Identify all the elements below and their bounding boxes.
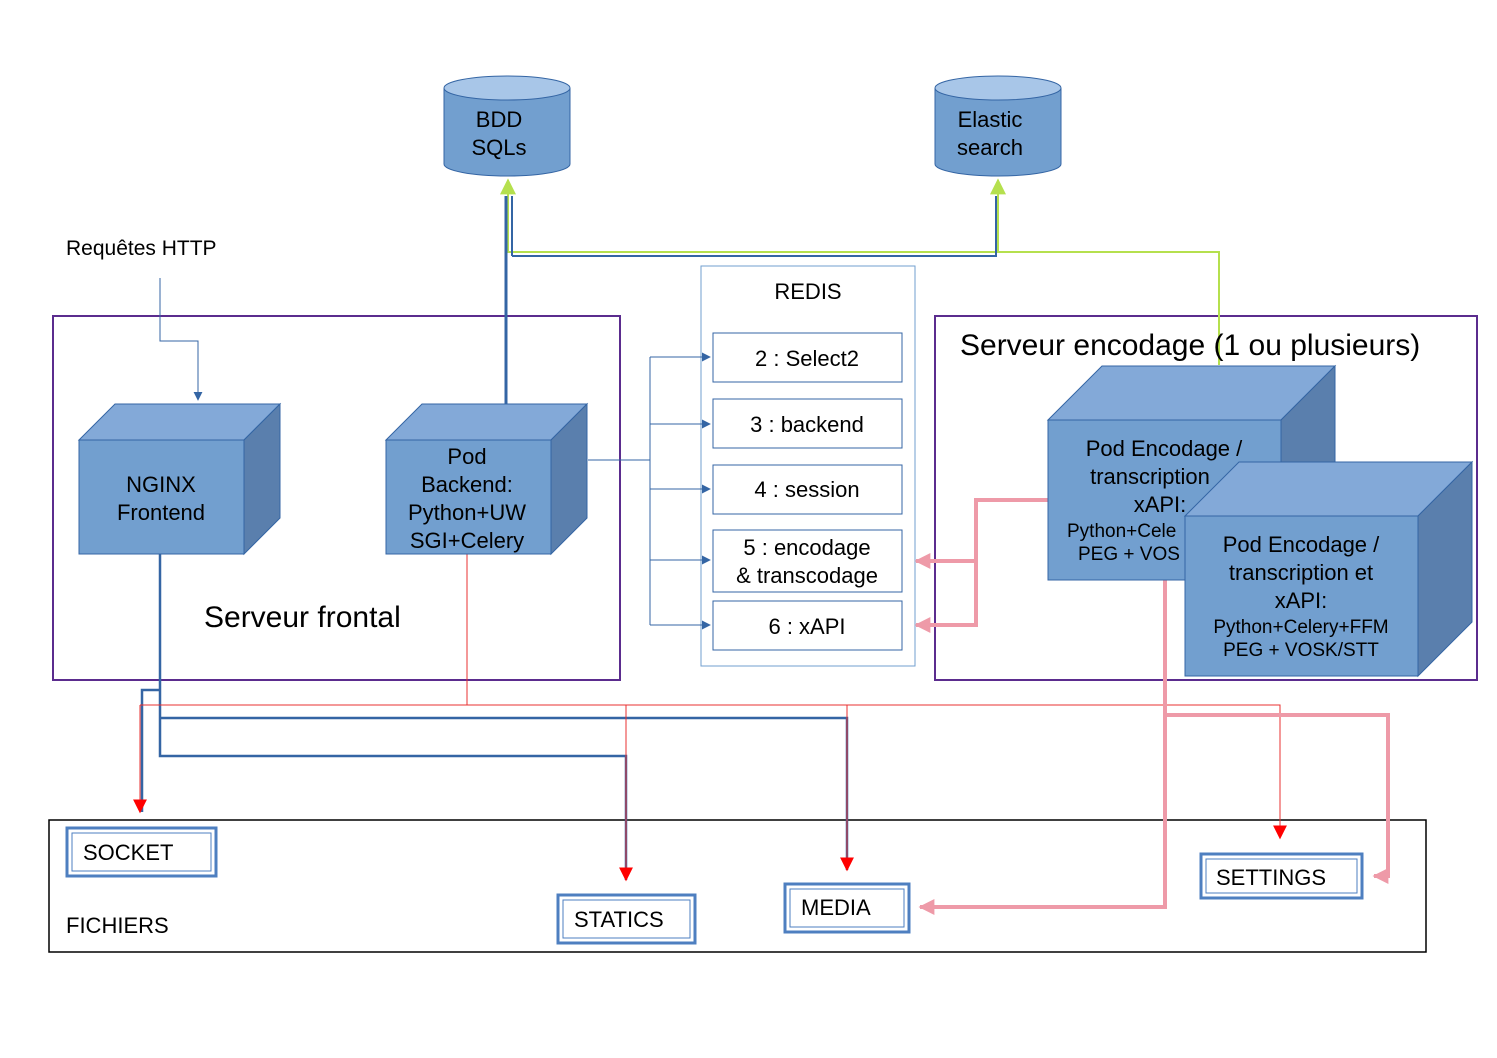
pod-back-line3: xAPI: <box>1134 492 1187 517</box>
statics-file: STATICS <box>556 893 697 945</box>
redis-title: REDIS <box>774 279 841 304</box>
redis-item-backend: 3 : backend <box>712 398 903 449</box>
backend-to-files-links <box>133 554 1287 882</box>
backend-label-line2: Backend: <box>421 472 513 497</box>
pod-back-line4: Python+Cele <box>1067 521 1176 542</box>
redis-item-label: 2 : Select2 <box>755 346 859 371</box>
elastic-label-line2: search <box>957 135 1023 160</box>
bdd-database: BDD SQLs <box>443 75 571 177</box>
pod-back-line1: Pod Encodage / <box>1086 436 1243 461</box>
http-requests-label: Requêtes HTTP <box>66 237 217 260</box>
frontal-server-box <box>52 315 621 681</box>
fichiers-box <box>48 819 1427 953</box>
pod-front-line2: transcription et <box>1229 560 1373 585</box>
redis-item-select2: 2 : Select2 <box>712 332 903 383</box>
backend-to-redis-links <box>588 352 711 630</box>
pod-front-line3: xAPI: <box>1275 588 1328 613</box>
http-request-arrow <box>159 278 203 401</box>
pod-back-line5: PEG + VOS <box>1078 544 1180 565</box>
nginx-label-line1: NGINX <box>126 472 196 497</box>
bdd-label-line2: SQLs <box>471 135 526 160</box>
redis-item-encodage: 5 : encodage & transcodage <box>712 529 903 593</box>
redis-item-xapi: 6 : xAPI <box>712 600 903 651</box>
redis-item-label: 5 : encodage <box>743 535 870 560</box>
redis-item-label: 4 : session <box>754 477 859 502</box>
statics-label: STATICS <box>574 907 664 932</box>
green-link-to-bdd <box>500 178 998 253</box>
pod-back-line2: transcription <box>1090 464 1210 489</box>
socket-label: SOCKET <box>83 840 173 865</box>
redis-item-label-line2: & transcodage <box>736 563 878 588</box>
elastic-database: Elastic search <box>934 75 1062 177</box>
pod-backend-cube: Pod Backend: Python+UW SGI+Celery <box>384 402 589 556</box>
settings-label: SETTINGS <box>1216 865 1326 890</box>
encodage-server-box <box>934 315 1478 681</box>
nginx-cube: NGINX Frontend <box>77 402 282 556</box>
fichiers-title: FICHIERS <box>66 913 169 938</box>
redis-item-session: 4 : session <box>712 464 903 515</box>
nginx-label-line2: Frontend <box>117 500 205 525</box>
green-link-to-elastic <box>990 178 1220 365</box>
encoding-to-files-links <box>918 580 1390 915</box>
socket-file: SOCKET <box>65 826 218 878</box>
frontal-server-title: Serveur frontal <box>204 601 401 634</box>
redis-item-label: 6 : xAPI <box>768 614 845 639</box>
encodage-server-title: Serveur encodage (1 ou plusieurs) <box>960 329 1420 362</box>
redis-item-label: 3 : backend <box>750 412 864 437</box>
media-label: MEDIA <box>801 895 871 920</box>
elastic-label-line1: Elastic <box>958 107 1023 132</box>
encoding-pod-front-cube: Pod Encodage / transcription et xAPI: Py… <box>1183 460 1474 678</box>
blue-link-to-elastic <box>512 196 997 257</box>
encoding-to-redis-links <box>914 498 1048 633</box>
bdd-label-line1: BDD <box>476 107 522 132</box>
pod-front-line5: PEG + VOSK/STT <box>1223 640 1379 661</box>
pod-front-line4: Python+Celery+FFM <box>1213 617 1388 638</box>
settings-file: SETTINGS <box>1199 852 1364 900</box>
backend-label-line4: SGI+Celery <box>410 528 524 553</box>
media-file: MEDIA <box>783 882 911 934</box>
backend-label-line3: Python+UW <box>408 500 526 525</box>
backend-label-line1: Pod <box>447 444 486 469</box>
pod-front-line1: Pod Encodage / <box>1223 532 1380 557</box>
